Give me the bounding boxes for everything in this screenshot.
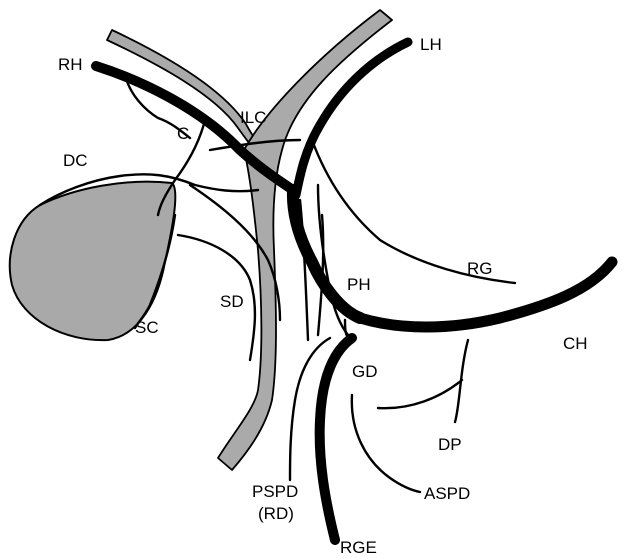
label-ilc: ILC [240,108,266,127]
label-rd: (RD) [258,504,294,523]
label-c: C [177,124,189,143]
label-ch: CH [563,334,588,353]
label-pspd: PSPD [252,482,298,501]
label-rg: RG [467,259,493,278]
label-rge: RGE [340,538,377,557]
vessel-dp-branch [378,380,462,408]
artery-lh [296,42,408,195]
label-gd: GD [352,362,378,381]
artery-rge [320,338,352,540]
label-lh: LH [420,35,442,54]
label-sd: SD [220,292,244,311]
vessel-aspd [352,395,420,492]
label-ph: PH [347,275,371,294]
label-dp: DP [438,435,462,454]
label-aspd: ASPD [424,484,470,503]
label-dc: DC [63,151,88,170]
gallbladder [10,182,176,340]
label-sc: SC [135,318,159,337]
vessel-short-1 [300,200,308,340]
label-rh: RH [58,55,83,74]
